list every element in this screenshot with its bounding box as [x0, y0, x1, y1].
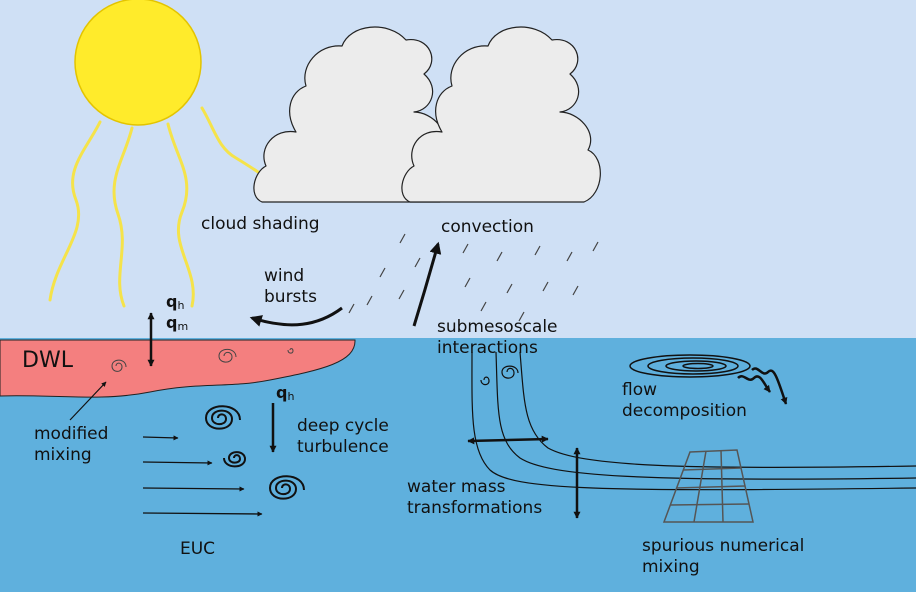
subsurface-heat-flux-label: qh — [276, 383, 295, 403]
water-mass-label: water mass transformations — [407, 477, 543, 518]
wind-bursts-arrow — [249, 306, 343, 327]
modified-mixing-pointer — [69, 381, 107, 421]
numerical-grid-icon — [662, 449, 754, 523]
turbulence-spirals — [204, 405, 305, 500]
momentum-flux-label: qm — [166, 313, 189, 333]
spurious-mixing-label: spurious numerical mixing — [642, 536, 805, 577]
dwl-layer — [0, 339, 356, 398]
deep-cycle-label: deep cycle turbulence — [297, 416, 389, 457]
cloud-icon — [253, 26, 601, 203]
heat-flux-label: qh — [166, 292, 185, 312]
euc-arrows — [142, 435, 263, 517]
flow-decomposition-eddy — [629, 354, 751, 378]
modified-mixing-label: modified mixing — [34, 424, 109, 465]
flow-decomposition-label: flow decomposition — [622, 380, 747, 421]
dwl-spirals — [111, 348, 294, 372]
dwl-label: DWL — [22, 348, 73, 373]
submesoscale-label: submesoscale interactions — [437, 317, 558, 358]
cloud-shading-label: cloud shading — [201, 214, 320, 234]
wave-arrows — [737, 367, 788, 405]
convection-arrow — [412, 241, 442, 327]
horizontal-mixing-arrow — [467, 435, 549, 445]
wind-bursts-label: wind bursts — [264, 266, 317, 307]
euc-label: EUC — [180, 539, 216, 559]
convection-label: convection — [441, 217, 534, 237]
rain — [348, 233, 599, 322]
sun-icon — [74, 0, 202, 126]
sun-rays — [48, 106, 260, 308]
